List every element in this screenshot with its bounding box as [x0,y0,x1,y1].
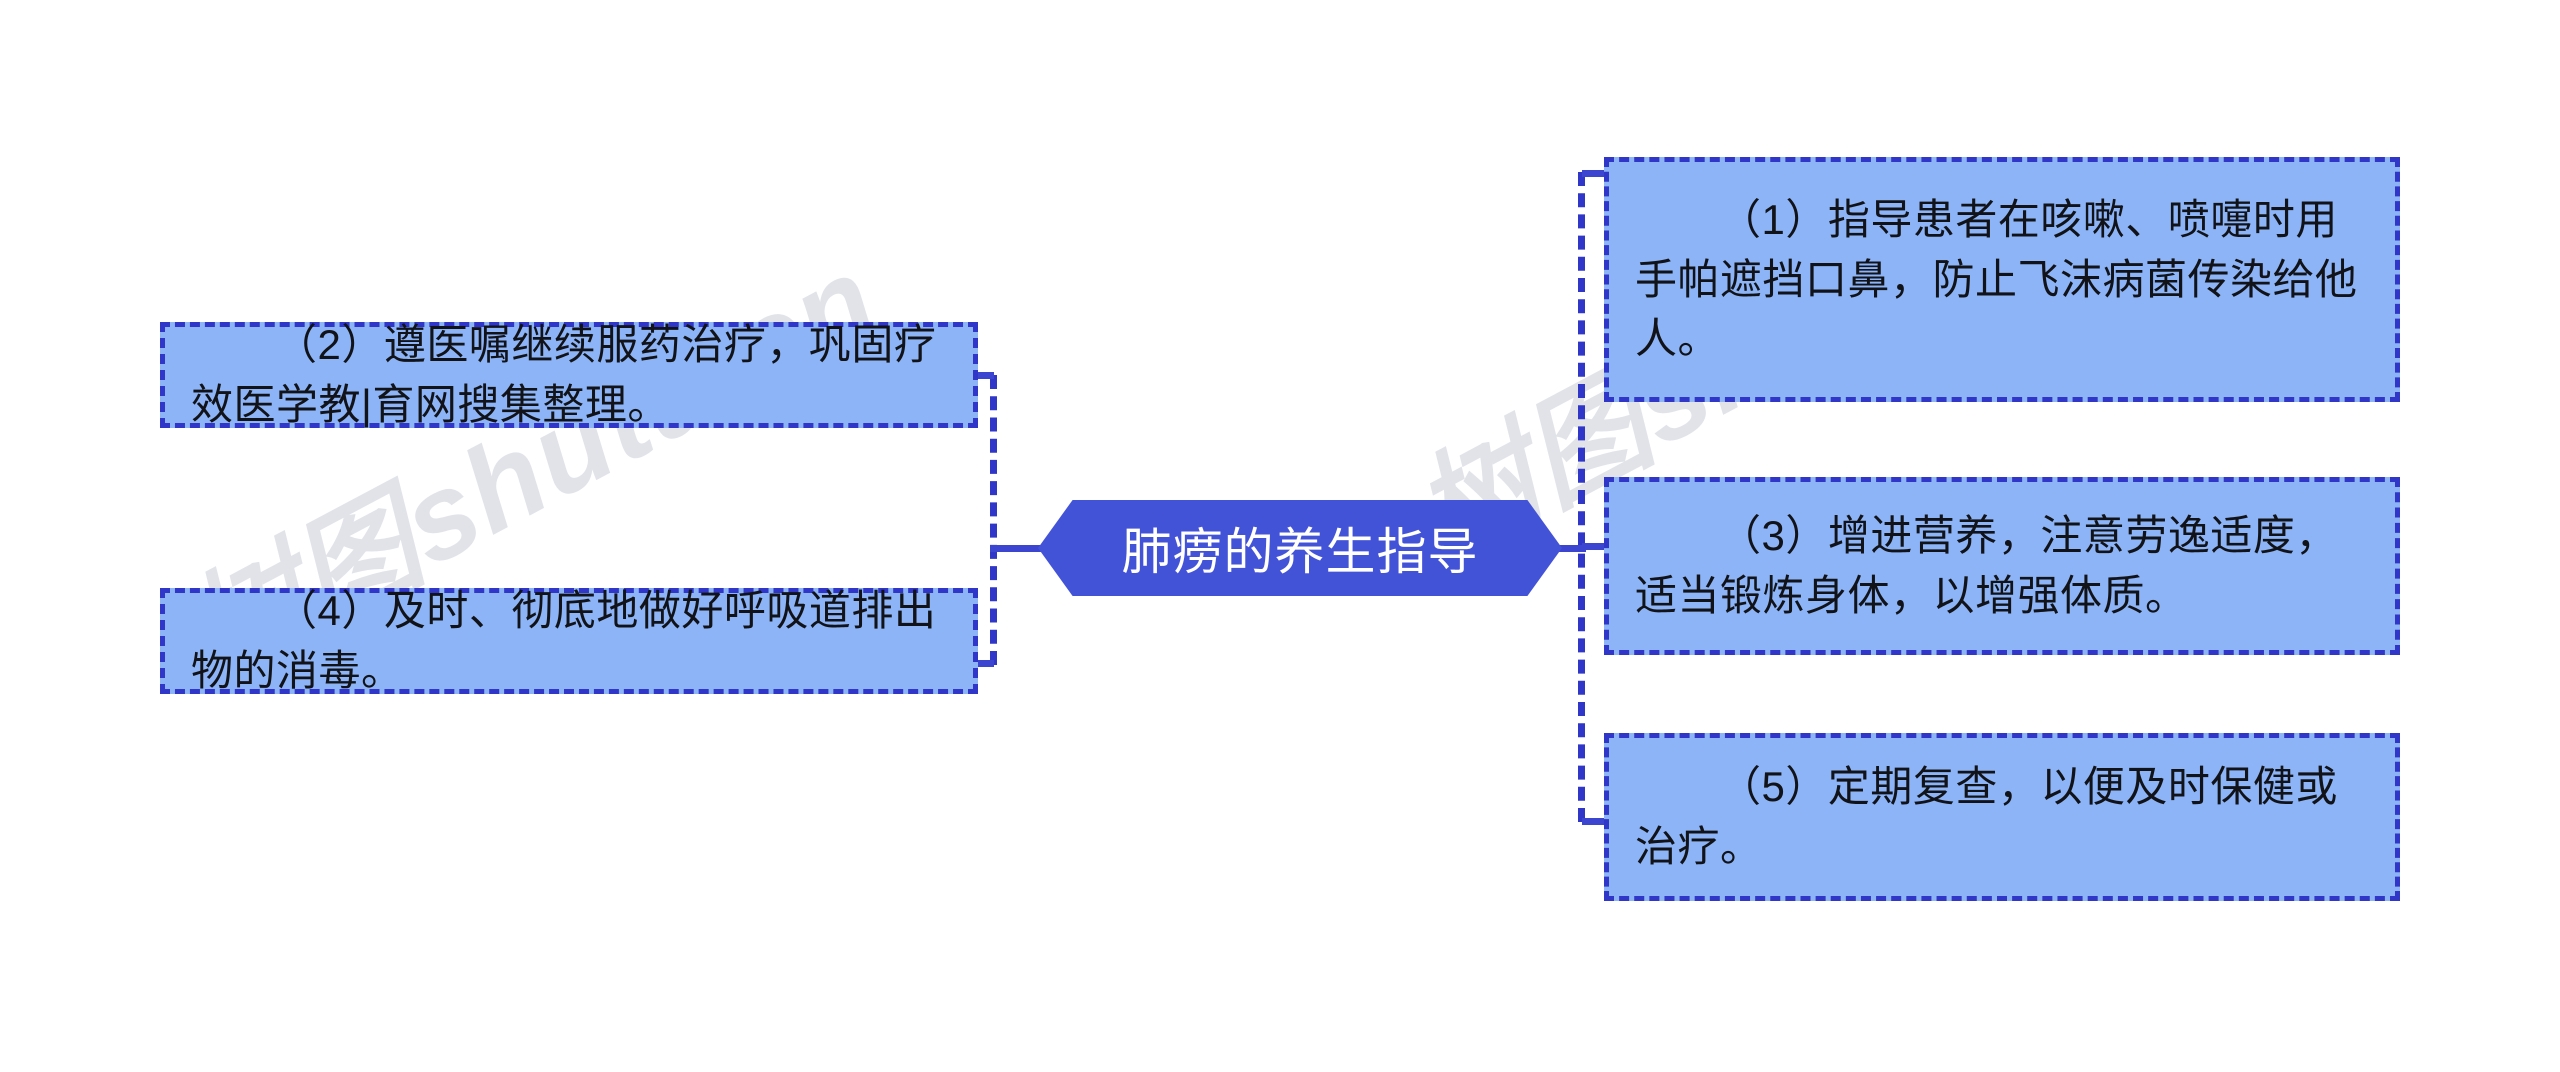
topic-box-5[interactable]: （5）定期复查，以便及时保健或治疗。 [1604,733,2400,901]
connector-right-branch-5 [1582,818,1616,825]
center-topic-node[interactable]: 肺痨的养生指导 [1038,500,1562,596]
topic-box-2[interactable]: （2）遵医嘱继续服药治疗，巩固疗效医学教|育网搜集整理。 [160,321,978,428]
connector-right-trunk [1578,172,1585,822]
topic-box-3[interactable]: （3）增进营养，注意劳逸适度，适当锻炼身体，以增强体质。 [1604,477,2400,655]
topic-text-1: （1）指导患者在咳嗽、喷嚏时用手帕遮挡口鼻，防止飞沫病菌传染给他人。 [1635,196,2358,363]
connector-right-branch-3 [1582,543,1616,550]
topic-box-4[interactable]: （4）及时、彻底地做好呼吸道排出物的消毒。 [160,587,978,694]
connector-right-to-center [1548,545,1586,552]
connector-right-branch-1 [1582,170,1616,177]
center-topic-label: 肺痨的养生指导 [1121,524,1479,580]
topic-text-5: （5）定期复查，以便及时保健或治疗。 [1635,763,2338,870]
topic-text-3: （3）增进营养，注意劳逸适度，适当锻炼身体，以增强体质。 [1635,512,2338,619]
topic-box-1[interactable]: （1）指导患者在咳嗽、喷嚏时用手帕遮挡口鼻，防止飞沫病菌传染给他人。 [1604,157,2400,402]
connector-left-to-center [990,545,1045,552]
connector-left-trunk [990,375,997,665]
topic-text-4: （4）及时、彻底地做好呼吸道排出物的消毒。 [191,587,937,694]
topic-text-2: （2）遵医嘱继续服药治疗，巩固疗效医学教|育网搜集整理。 [191,321,937,428]
